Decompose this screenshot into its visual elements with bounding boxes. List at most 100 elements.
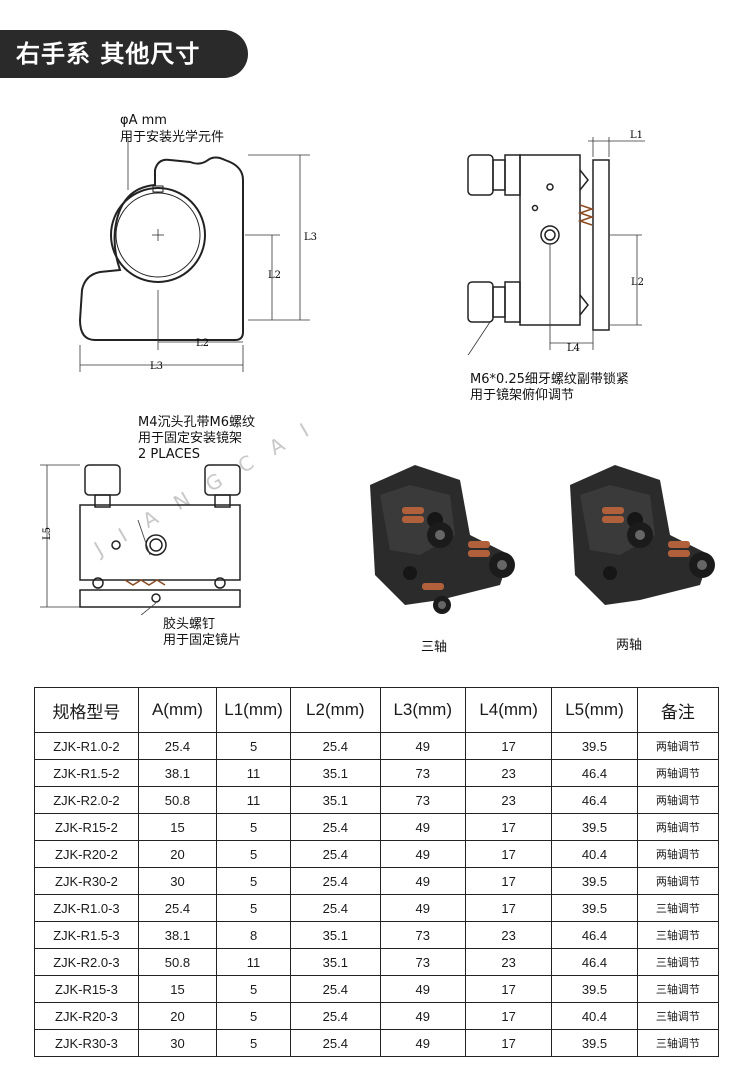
table-cell-a: 38.1 xyxy=(137,921,218,949)
table-cell-model: ZJK-R20-3 xyxy=(34,1002,139,1030)
adjust-screw-desc: 用于镜架俯仰调节 xyxy=(470,388,575,403)
table-cell-l2: 25.4 xyxy=(290,867,381,895)
table-cell-a: 50.8 xyxy=(137,948,218,976)
table-cell-l1: 11 xyxy=(216,948,292,976)
lens-screw-desc: 用于固定镜片 xyxy=(163,633,242,648)
table-cell-a: 50.8 xyxy=(137,786,218,814)
column-header-l3: L3(mm) xyxy=(379,687,466,733)
table-cell-note: 两轴调节 xyxy=(636,732,720,760)
table-cell-l4: 23 xyxy=(464,921,553,949)
table-cell-l4: 23 xyxy=(464,786,553,814)
table-cell-l2: 25.4 xyxy=(290,732,381,760)
table-cell-note: 三轴调节 xyxy=(636,948,720,976)
table-cell-l1: 8 xyxy=(216,921,292,949)
table-cell-l2: 35.1 xyxy=(290,759,381,787)
column-header-note: 备注 xyxy=(636,687,720,733)
table-cell-note: 两轴调节 xyxy=(636,867,720,895)
table-cell-l1: 5 xyxy=(216,1002,292,1030)
table-cell-l2: 25.4 xyxy=(290,1002,381,1030)
mount-hole-count: 2 PLACES xyxy=(138,447,200,462)
table-cell-note: 两轴调节 xyxy=(636,813,720,841)
table-cell-l1: 5 xyxy=(216,732,292,760)
table-cell-l4: 17 xyxy=(464,975,553,1003)
section-header: 右手系 其他尺寸 xyxy=(0,30,248,78)
dim-l4: L4 xyxy=(567,343,580,354)
table-cell-l4: 17 xyxy=(464,1029,553,1057)
mount-hole-desc: 用于固定安装镜架 xyxy=(138,431,243,446)
table-cell-l5: 40.4 xyxy=(551,1002,638,1030)
table-cell-l1: 5 xyxy=(216,813,292,841)
table-cell-l3: 73 xyxy=(379,948,466,976)
table-cell-l1: 5 xyxy=(216,867,292,895)
table-cell-l1: 5 xyxy=(216,894,292,922)
table-cell-note: 三轴调节 xyxy=(636,1029,720,1057)
table-cell-model: ZJK-R2.0-2 xyxy=(34,786,139,814)
table-cell-l4: 17 xyxy=(464,732,553,760)
table-cell-a: 25.4 xyxy=(137,732,218,760)
table-cell-l5: 46.4 xyxy=(551,921,638,949)
front-view-drawing: L3 L2 L2 L3 xyxy=(78,138,317,372)
column-header-model: 规格型号 xyxy=(34,687,139,733)
table-cell-l2: 25.4 xyxy=(290,840,381,868)
dim-l1: L1 xyxy=(630,130,643,141)
table-cell-l5: 40.4 xyxy=(551,840,638,868)
table-cell-l3: 49 xyxy=(379,813,466,841)
table-cell-model: ZJK-R1.5-3 xyxy=(34,921,139,949)
two-axis-mount-image xyxy=(570,465,715,605)
table-cell-a: 15 xyxy=(137,813,218,841)
table-cell-l4: 17 xyxy=(464,867,553,895)
table-cell-a: 20 xyxy=(137,840,218,868)
table-cell-model: ZJK-R1.5-2 xyxy=(34,759,139,787)
table-cell-l3: 49 xyxy=(379,840,466,868)
table-cell-model: ZJK-R2.0-3 xyxy=(34,948,139,976)
table-cell-l3: 49 xyxy=(379,894,466,922)
table-cell-l5: 39.5 xyxy=(551,732,638,760)
table-cell-l5: 39.5 xyxy=(551,813,638,841)
column-header-l2: L2(mm) xyxy=(290,687,381,733)
table-cell-l5: 39.5 xyxy=(551,867,638,895)
table-cell-l1: 11 xyxy=(216,759,292,787)
table-cell-l2: 25.4 xyxy=(290,975,381,1003)
table-cell-note: 两轴调节 xyxy=(636,759,720,787)
table-cell-l2: 35.1 xyxy=(290,921,381,949)
table-cell-l4: 17 xyxy=(464,1002,553,1030)
dim-l5: L5 xyxy=(42,527,53,540)
dim-l2-side: L2 xyxy=(268,270,281,281)
table-cell-model: ZJK-R15-2 xyxy=(34,813,139,841)
table-cell-a: 30 xyxy=(137,1029,218,1057)
table-cell-l3: 73 xyxy=(379,921,466,949)
table-cell-l5: 46.4 xyxy=(551,948,638,976)
table-cell-l2: 35.1 xyxy=(290,786,381,814)
column-header-l4: L4(mm) xyxy=(464,687,553,733)
table-cell-note: 三轴调节 xyxy=(636,921,720,949)
table-cell-l4: 23 xyxy=(464,948,553,976)
column-header-l1: L1(mm) xyxy=(216,687,292,733)
dim-l3-side: L3 xyxy=(304,232,317,243)
column-header-l5: L5(mm) xyxy=(551,687,638,733)
table-cell-note: 两轴调节 xyxy=(636,840,720,868)
table-cell-l2: 25.4 xyxy=(290,813,381,841)
table-cell-l1: 11 xyxy=(216,786,292,814)
table-cell-l5: 39.5 xyxy=(551,894,638,922)
table-cell-l4: 17 xyxy=(464,813,553,841)
lens-screw-label: 胶头螺钉 xyxy=(163,617,216,632)
table-cell-a: 25.4 xyxy=(137,894,218,922)
table-cell-model: ZJK-R1.0-2 xyxy=(34,732,139,760)
table-cell-l3: 73 xyxy=(379,786,466,814)
table-cell-a: 20 xyxy=(137,1002,218,1030)
table-cell-l5: 39.5 xyxy=(551,1029,638,1057)
side-view-drawing: L1 L2 L4 xyxy=(467,130,645,355)
table-cell-l4: 23 xyxy=(464,759,553,787)
